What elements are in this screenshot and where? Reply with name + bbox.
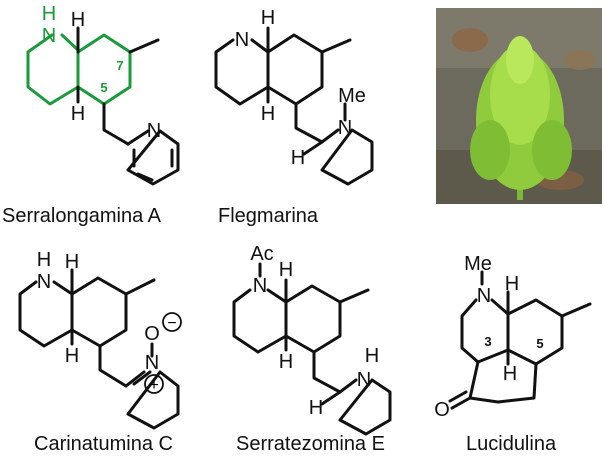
ring-cyclohexane-f bbox=[266, 33, 324, 106]
bond-ch2-a bbox=[102, 102, 130, 146]
caption-lucidulina: Lucidulina bbox=[466, 433, 557, 455]
atom-n: N bbox=[253, 275, 267, 297]
ring-cyclohexane-e bbox=[284, 284, 342, 354]
bond-methyl-l bbox=[560, 302, 592, 318]
ring-cyclohexane-c bbox=[70, 276, 128, 348]
ring-piperidine-e bbox=[232, 288, 288, 354]
bond-n-c-c bbox=[52, 280, 74, 296]
locant-5: 5 bbox=[100, 80, 107, 95]
plus-charge-circle bbox=[144, 374, 164, 394]
ring-piperidine-c bbox=[18, 280, 74, 348]
bond-co-double2 bbox=[448, 390, 468, 403]
caption-carinatumina-c: Carinatumina C bbox=[34, 433, 173, 455]
ketone-ring-l bbox=[468, 360, 500, 404]
plant-photo bbox=[436, 8, 602, 204]
bond-cn-double bbox=[132, 370, 152, 386]
atom-me: Me bbox=[464, 253, 492, 275]
molecule-serratezomina-e: Ac N H H H N H Serratezomina E bbox=[232, 243, 392, 455]
atom-o: O bbox=[144, 323, 160, 345]
atom-h-top: H bbox=[261, 7, 275, 29]
molecule-flegmarina: N H H Me N H Flegmarina bbox=[214, 7, 374, 227]
atom-o: O bbox=[434, 399, 450, 421]
atom-h-bottom: H bbox=[279, 351, 293, 373]
atom-n-2: N bbox=[145, 352, 159, 374]
atom-n-2: N bbox=[357, 369, 371, 391]
atom-h-bottom: H bbox=[503, 363, 517, 385]
molecule-serralongamina-a: H N H H N 7 5 Serralongamina A bbox=[2, 3, 180, 227]
bond-ch2-c bbox=[98, 344, 128, 388]
atom-n-2: N bbox=[338, 117, 352, 139]
molecule-lucidulina: Me N H H O 3 5 Lucidulina bbox=[434, 253, 592, 455]
caption-serralongamina-a: Serralongamina A bbox=[2, 205, 162, 227]
molecule-carinatumina-c: N H H H O N − + Carinatumina C bbox=[18, 249, 182, 455]
atom-h-bottom: H bbox=[261, 103, 275, 125]
ring-cyclohexane-a bbox=[76, 33, 132, 106]
bond-n-c-l bbox=[490, 298, 510, 316]
atom-n: N bbox=[37, 271, 51, 293]
ring-left-l bbox=[460, 298, 480, 364]
bond-n-c-f bbox=[250, 38, 270, 54]
ring-piperidine2-e bbox=[338, 378, 392, 436]
atom-nh: H bbox=[37, 249, 51, 271]
ring-piperidine-a bbox=[26, 33, 80, 106]
locant-3: 3 bbox=[484, 334, 491, 349]
atom-ac: Ac bbox=[250, 243, 273, 265]
atom-n: N bbox=[477, 285, 491, 307]
atom-h-stereo: H bbox=[291, 147, 305, 169]
atom-me: Me bbox=[338, 85, 366, 107]
atom-n: N bbox=[42, 25, 56, 47]
bond-methyl-a bbox=[128, 38, 160, 54]
ring-piperidine2-f bbox=[320, 128, 374, 186]
atom-h-bottom: H bbox=[65, 345, 79, 367]
atom-n-pyridine: N bbox=[147, 120, 161, 142]
atom-h-bottom: H bbox=[71, 103, 85, 125]
bond-n-c-e bbox=[266, 288, 288, 304]
bond-methyl-c bbox=[124, 278, 156, 296]
atom-h-top: H bbox=[65, 251, 79, 273]
bond-co-double bbox=[450, 396, 472, 410]
atom-n: N bbox=[235, 29, 249, 51]
bond-h-stub-e3 bbox=[320, 390, 342, 406]
caption-serratezomina-e: Serratezomina E bbox=[236, 433, 385, 455]
bond-methyl-e bbox=[338, 288, 370, 304]
atom-h-top: H bbox=[505, 273, 519, 295]
plus-charge: + bbox=[149, 377, 158, 394]
bond-n-c8a-a bbox=[60, 33, 80, 52]
atom-nh: H bbox=[42, 3, 56, 25]
ring-nitrone-c bbox=[124, 370, 180, 430]
minus-charge: − bbox=[167, 315, 176, 332]
atom-nh-2: H bbox=[365, 345, 379, 367]
bond-ch2-f bbox=[294, 102, 324, 144]
bond-pyr-double3 bbox=[136, 172, 154, 182]
atom-h-top: H bbox=[71, 9, 85, 31]
minus-charge-circle bbox=[162, 312, 182, 332]
bond-methyl-f bbox=[320, 38, 352, 54]
locant-7: 7 bbox=[116, 58, 123, 73]
bond-h-stub-f3 bbox=[302, 140, 324, 156]
bridge-l bbox=[476, 348, 538, 404]
atom-h-top: H bbox=[279, 259, 293, 281]
atom-h-stereo: H bbox=[309, 397, 323, 419]
bond-ch2-e bbox=[312, 350, 342, 394]
ring-piperidine-f bbox=[214, 38, 270, 106]
caption-flegmarina: Flegmarina bbox=[218, 205, 319, 227]
locant-5: 5 bbox=[536, 336, 543, 351]
